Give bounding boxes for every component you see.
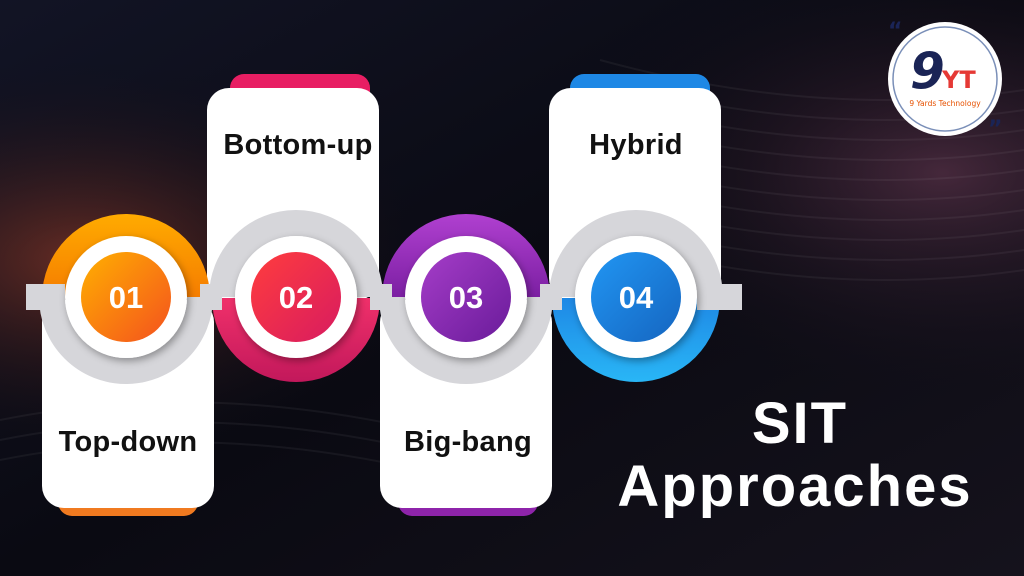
title-line-2: Approaches — [617, 454, 973, 519]
svg-text:“: “ — [888, 19, 902, 44]
step-3-number-badge — [421, 252, 511, 342]
step-4-label: Hybrid — [589, 129, 683, 161]
svg-text:9: 9 — [910, 42, 945, 100]
title-line-1: SIT — [751, 391, 849, 456]
step-1-number: 01 — [109, 280, 143, 315]
step-2-number-badge — [251, 252, 341, 342]
step-4-number: 04 — [619, 280, 654, 315]
step-2-label: Bottom-up — [223, 129, 373, 161]
step-1-number-badge — [81, 252, 171, 342]
step-4-number-badge — [591, 252, 681, 342]
svg-text:”: ” — [988, 117, 1002, 140]
step-3-label: Big-bang — [403, 426, 533, 458]
step-2-number: 02 — [279, 280, 313, 315]
step-3-number: 03 — [449, 280, 483, 315]
nine-yards-logo-icon: “ ” 9 YT 9 Yards Technology — [888, 19, 1002, 140]
logo-text: 9 Yards Technology — [909, 99, 981, 108]
step-1-label: Top-down — [58, 426, 198, 458]
logo-mark: YT — [941, 66, 976, 94]
